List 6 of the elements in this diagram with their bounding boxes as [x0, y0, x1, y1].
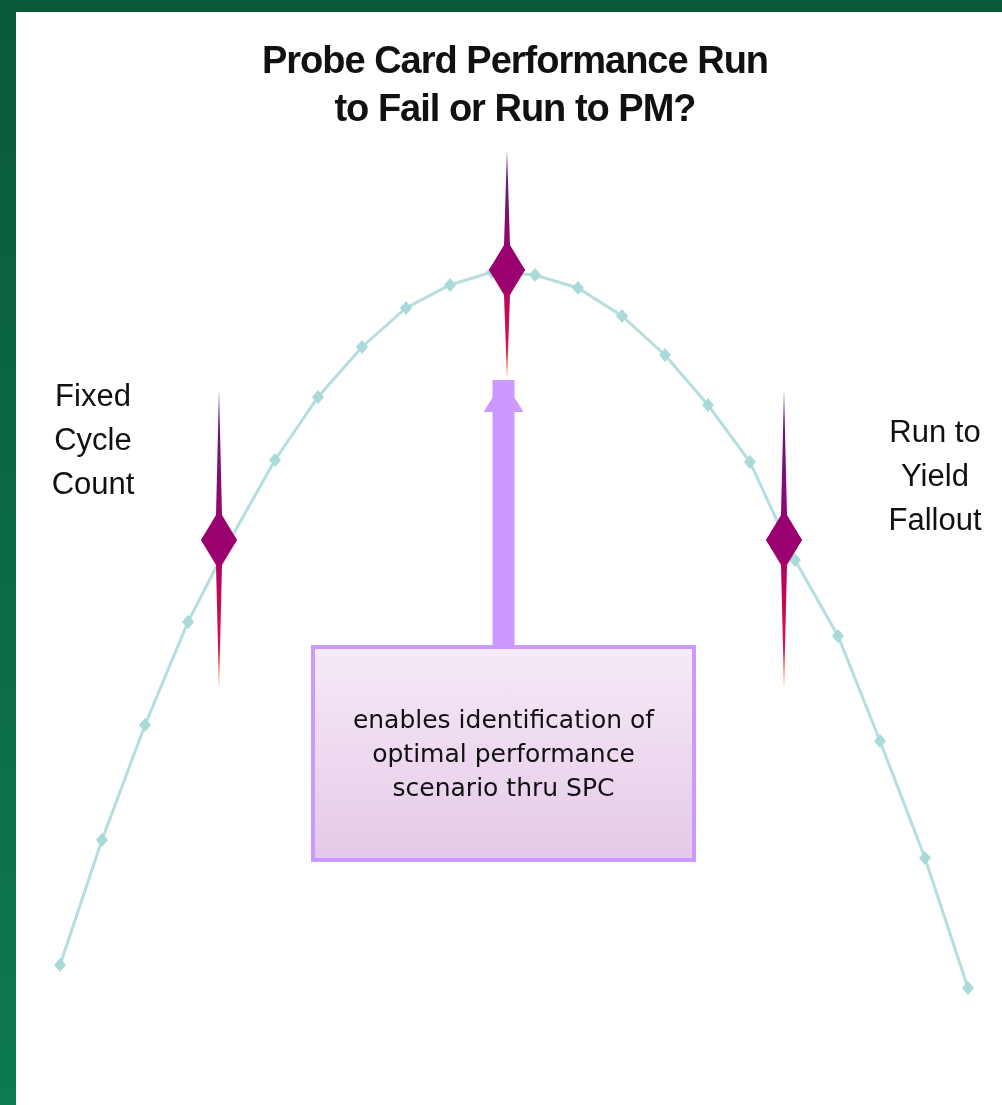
box-text: enables identification of optimal performance scenario thru SPC: [351, 703, 656, 804]
title: Probe Card Performance Run to Fail or Run to PM?: [260, 38, 770, 131]
marker-label: Fixed Cycle Count: [50, 377, 136, 503]
marker-label: Run to Yield Fallout: [887, 413, 983, 539]
text-box: [311, 645, 696, 862]
arrow: [483, 380, 524, 645]
